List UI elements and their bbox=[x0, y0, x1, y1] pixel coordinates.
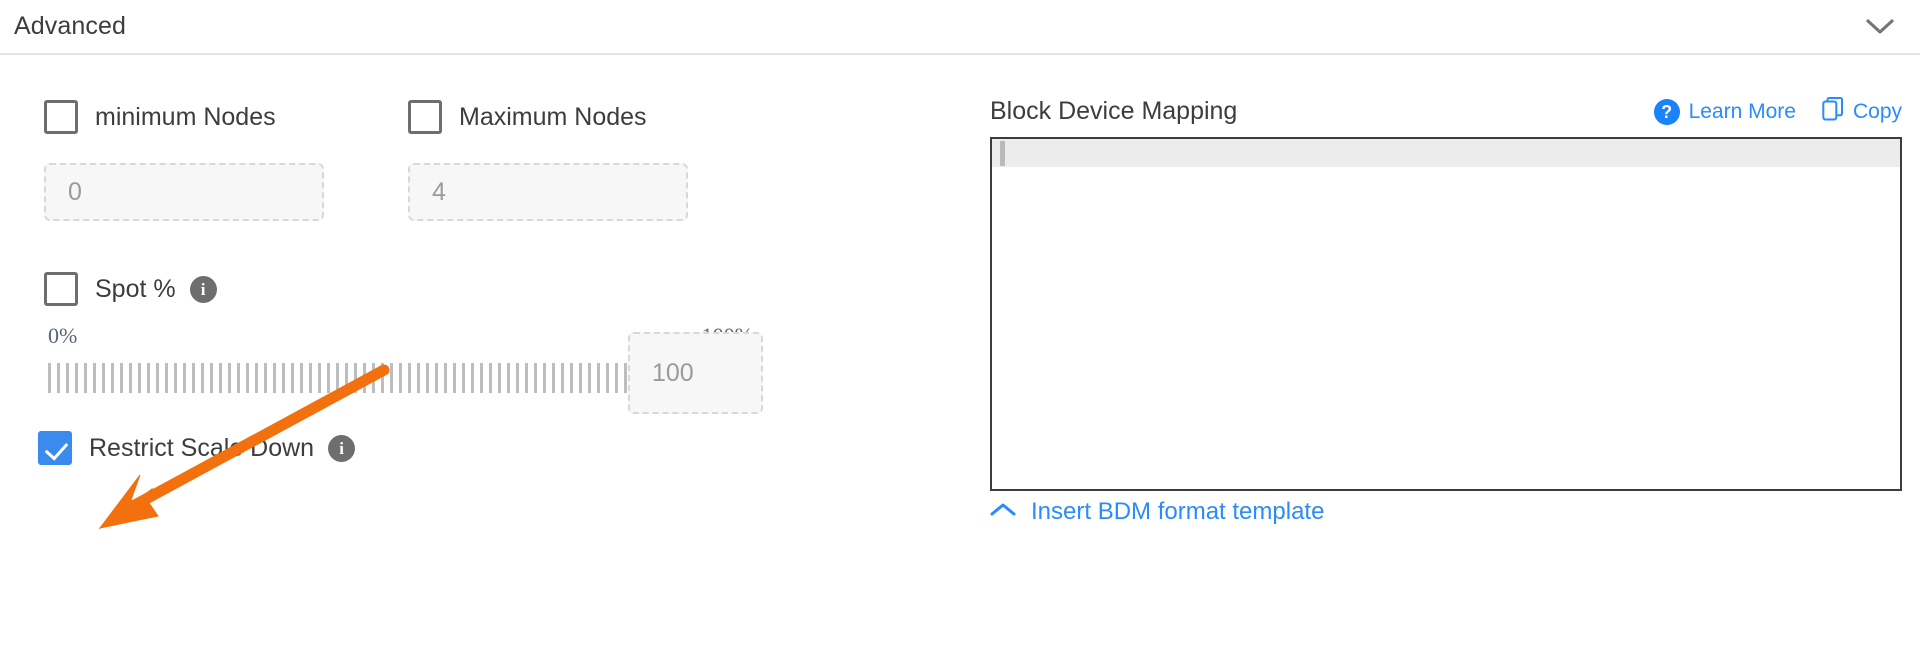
copy-icon bbox=[1822, 97, 1844, 126]
minimum-nodes-input[interactable]: 0 bbox=[44, 163, 324, 221]
chevron-down-icon[interactable] bbox=[1858, 5, 1902, 49]
spot-percent-checkbox[interactable] bbox=[44, 272, 78, 306]
maximum-nodes-label: Maximum Nodes bbox=[459, 102, 647, 131]
learn-more-label: Learn More bbox=[1688, 99, 1796, 123]
maximum-nodes-checkbox[interactable] bbox=[408, 100, 442, 134]
spot-percent-row: Spot % i bbox=[44, 272, 217, 306]
block-device-mapping-header: Block Device Mapping ? Learn More Copy bbox=[990, 97, 1902, 126]
spot-percent-value-input[interactable]: 100 bbox=[628, 332, 763, 414]
block-device-mapping-editor[interactable] bbox=[990, 137, 1902, 491]
chevron-up-icon bbox=[990, 502, 1016, 523]
minimum-nodes-checkbox[interactable] bbox=[44, 100, 78, 134]
scaling-options-column: minimum Nodes 0 Maximum Nodes 4 Spot % i… bbox=[0, 55, 990, 656]
section-header: Advanced bbox=[0, 0, 1920, 55]
spot-percent-info-icon[interactable]: i bbox=[189, 275, 217, 303]
block-device-mapping-title: Block Device Mapping bbox=[990, 97, 1238, 125]
spot-percent-label: Spot % bbox=[95, 274, 176, 303]
insert-bdm-template-label: Insert BDM format template bbox=[1031, 498, 1325, 525]
restrict-scale-down-row: Restrict Scale Down i bbox=[38, 431, 356, 465]
maximum-nodes-input[interactable]: 4 bbox=[408, 163, 688, 221]
slider-min-label: 0% bbox=[48, 323, 78, 348]
restrict-scale-down-info-icon[interactable]: i bbox=[328, 434, 356, 462]
editor-active-line bbox=[992, 139, 1900, 167]
editor-caret bbox=[1000, 141, 1005, 166]
page-title: Advanced bbox=[14, 12, 126, 40]
question-circle-icon: ? bbox=[1653, 98, 1680, 125]
minimum-nodes-row: minimum Nodes bbox=[44, 100, 276, 134]
copy-button[interactable]: Copy bbox=[1822, 97, 1902, 126]
maximum-nodes-row: Maximum Nodes bbox=[408, 100, 647, 134]
insert-bdm-template-link[interactable]: Insert BDM format template bbox=[990, 498, 1324, 526]
minimum-nodes-label: minimum Nodes bbox=[95, 102, 276, 131]
restrict-scale-down-label: Restrict Scale Down bbox=[89, 433, 315, 462]
copy-label: Copy bbox=[1852, 99, 1902, 123]
restrict-scale-down-checkbox[interactable] bbox=[38, 431, 72, 465]
block-device-mapping-column: Block Device Mapping ? Learn More Copy bbox=[990, 55, 1920, 656]
learn-more-link[interactable]: ? Learn More bbox=[1653, 98, 1796, 125]
block-device-mapping-actions: ? Learn More Copy bbox=[1653, 97, 1902, 126]
